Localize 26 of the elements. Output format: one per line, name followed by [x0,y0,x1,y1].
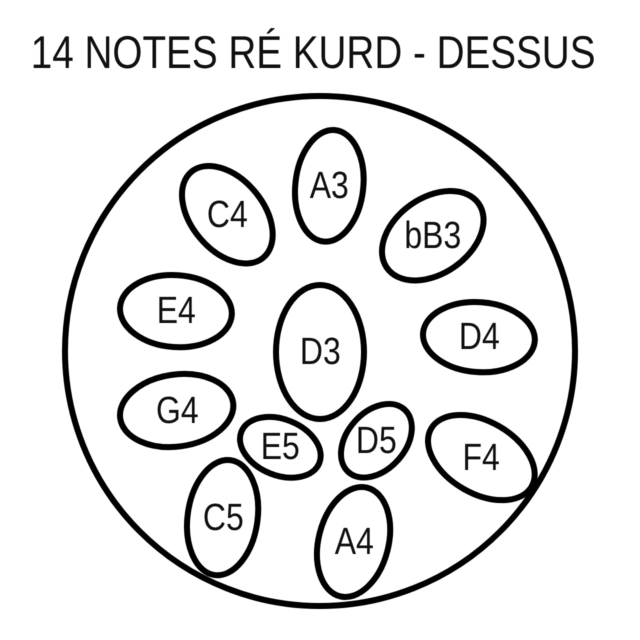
tone-field [338,401,414,481]
note-label: D3 [300,333,340,371]
note-label: F4 [462,438,500,477]
tone-field [292,127,366,245]
tone-field [379,188,487,284]
tone-field [420,298,538,376]
note-label: bB3 [404,216,462,255]
tone-field [117,272,235,350]
note-label: E4 [156,292,196,330]
tone-field [184,457,262,579]
tone-field [117,371,237,450]
note-label: A3 [309,166,348,205]
note-label: G4 [156,392,198,430]
tone-field [424,412,538,504]
tone-field [314,484,394,600]
tone-field [178,163,276,267]
note-label: D5 [356,422,396,460]
note-label: D4 [458,318,500,356]
tone-field [273,282,367,422]
title: 14 NOTES RÉ KURD - DESSUS [30,29,596,75]
handpan-body [62,93,578,609]
tone-field [236,414,324,480]
note-label: C5 [202,498,244,537]
note-label: C4 [206,196,248,234]
note-label: E5 [260,428,300,466]
note-label: A4 [334,522,374,561]
